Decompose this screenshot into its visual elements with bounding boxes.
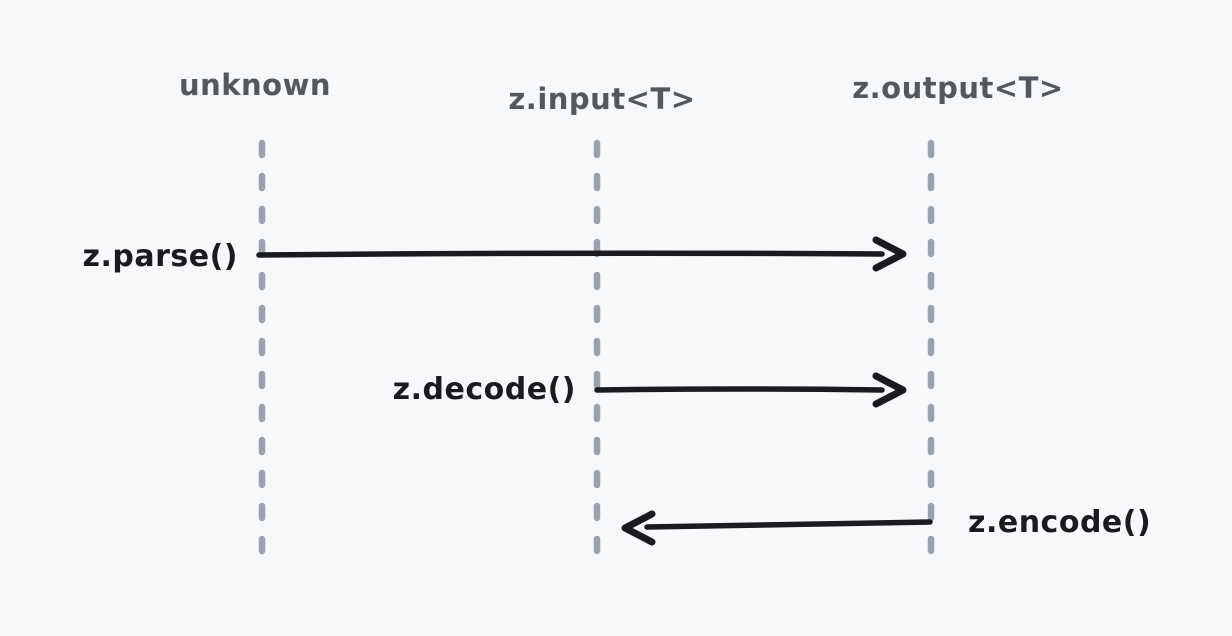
message-label-decode: z.decode() [392,372,576,407]
message-label-parse: z.parse() [82,239,238,274]
arrow-encode [621,510,933,546]
arrow-encode-shaft [644,519,933,530]
actor-label-unknown: unknown [178,68,332,102]
arrow-parse [256,236,907,272]
arrow-parse-shaft [256,250,885,258]
arrow-decode-shaft [594,386,885,393]
arrow-encode-head [621,510,656,546]
arrow-parse-head [872,236,907,272]
message-label-encode: z.encode() [968,505,1152,540]
arrow-decode-head [872,372,907,408]
arrow-decode [594,372,907,408]
actor-label-z-input: z.input<T> [508,82,696,116]
actor-label-z-output: z.output<T> [852,71,1064,105]
